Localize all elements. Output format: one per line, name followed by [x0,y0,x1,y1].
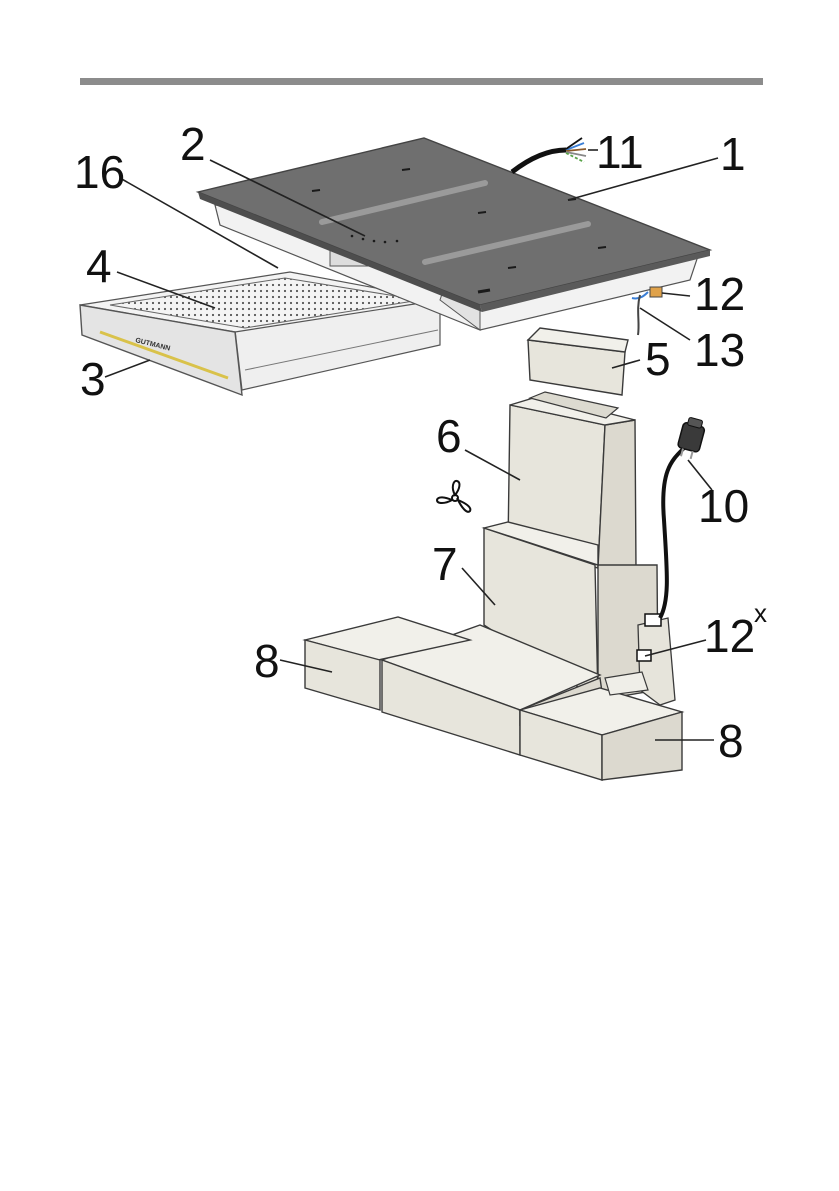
callout-3: 3 [80,353,106,405]
callout-16: 16 [74,146,125,198]
callout-8-right: 8 [718,715,744,767]
leader-12 [662,293,690,296]
callout-10: 10 [698,480,749,532]
callout-12x: 12 [704,610,755,662]
odour-filter-box [528,328,628,395]
callout-5: 5 [645,333,671,385]
callout-2: 2 [180,118,206,170]
callout-8-left: 8 [254,635,280,687]
callout-13: 13 [694,324,745,376]
callout-4: 4 [86,240,112,292]
leader-3 [105,360,150,377]
control-panel-dot [396,240,399,243]
callout-6: 6 [436,410,462,462]
control-panel-dot [362,238,365,241]
supply-cable [512,138,586,172]
fan-icon [437,481,470,512]
connector-clamp-top [645,614,661,626]
callout-7: 7 [432,538,458,590]
control-panel-dot [373,240,376,243]
connector-terminal [650,287,662,297]
callout-1: 1 [720,128,746,180]
control-panel-dot [351,235,354,238]
control-panel-dot [384,241,387,244]
connector-assembly [632,287,662,335]
callout-11: 11 [596,126,644,178]
callout-12x-superscript: x [754,598,767,628]
callout-12: 12 [694,268,745,320]
